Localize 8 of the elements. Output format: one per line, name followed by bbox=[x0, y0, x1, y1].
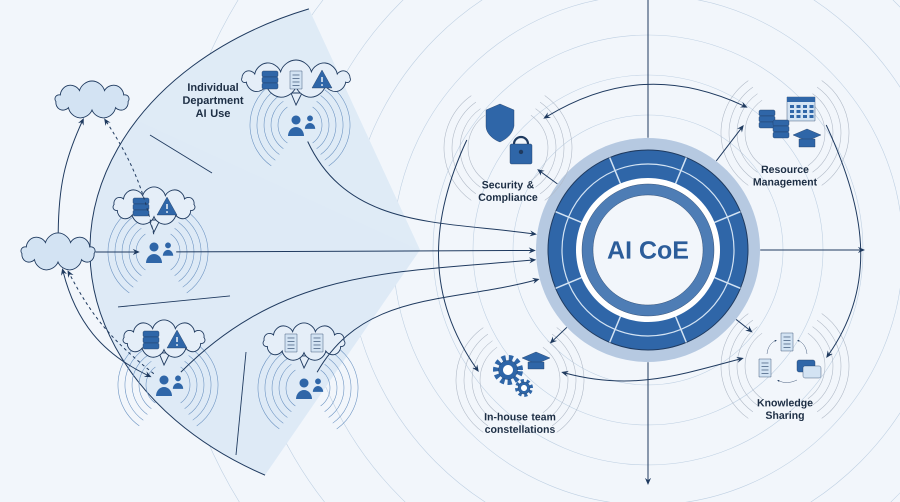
node-label: Security & Compliance bbox=[478, 180, 538, 204]
cloud-shape bbox=[54, 80, 130, 118]
team-drawing bbox=[118, 320, 218, 426]
team-drawing bbox=[258, 322, 358, 430]
team-drawing bbox=[108, 186, 208, 294]
cloud-shape bbox=[20, 232, 96, 270]
node-label: Knowledge Sharing bbox=[758, 398, 813, 422]
node-label: In-house team constellations bbox=[484, 412, 556, 433]
